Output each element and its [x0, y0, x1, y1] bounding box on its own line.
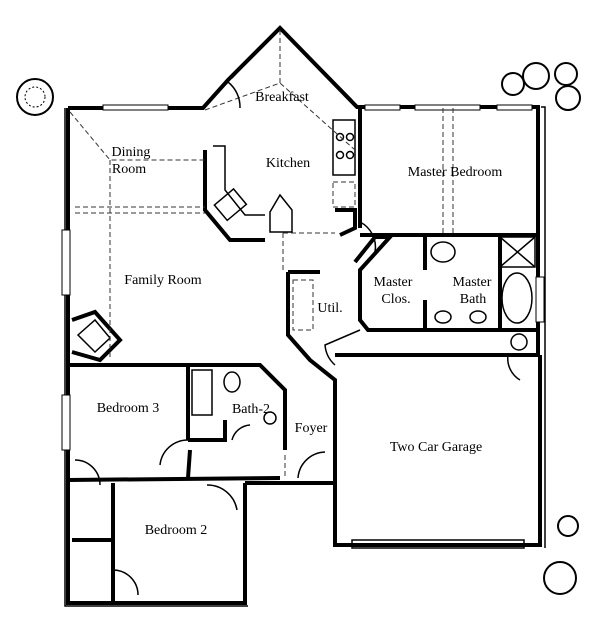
room-label-master-bedroom: Master Bedroom — [408, 165, 503, 180]
fixtures — [76, 119, 536, 425]
room-label-dining: Room — [112, 162, 146, 177]
tree-icon — [501, 62, 581, 111]
room-label-bedroom-3: Bedroom 3 — [97, 401, 160, 416]
room-label-family-room: Family Room — [124, 273, 202, 288]
room-label-master-bath: Bath — [460, 292, 486, 307]
room-label-foyer: Foyer — [295, 421, 328, 436]
room-label-master-closet: Master — [374, 275, 413, 290]
room-label-bedroom-2: Bedroom 2 — [145, 523, 208, 538]
room-label-master-closet: Clos. — [381, 292, 410, 307]
room-label-master-bath: Master — [453, 275, 492, 290]
room-label-utility: Util. — [317, 301, 342, 316]
room-label-dining: Dining — [112, 145, 151, 160]
windows — [61, 32, 545, 451]
ceiling-lines — [69, 30, 454, 478]
doors — [74, 80, 525, 596]
tree-icon — [543, 515, 579, 595]
room-label-kitchen: Kitchen — [266, 156, 310, 171]
room-label-breakfast: Breakfast — [255, 90, 309, 105]
room-label-bath-2: Bath-2 — [232, 402, 270, 417]
tree-icon — [16, 78, 54, 116]
room-label-garage: Two Car Garage — [390, 440, 482, 455]
interior-walls — [68, 108, 540, 545]
exterior-walls — [64, 25, 546, 607]
